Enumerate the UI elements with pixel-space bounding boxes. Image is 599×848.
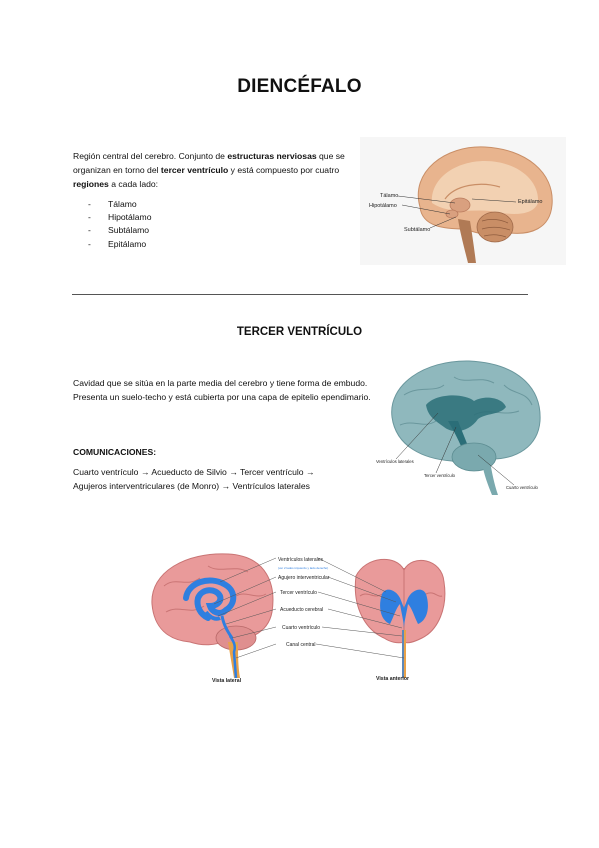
label-ventriculos-laterales: Ventrículos laterales xyxy=(376,459,414,464)
list-item: -Subtálamo xyxy=(88,224,151,237)
third-ventricle-figure: Ventrículos laterales Tercer ventrículo … xyxy=(374,355,548,497)
communications-label: COMUNICACIONES: xyxy=(73,447,157,457)
label-tercer: Tercer ventrículo xyxy=(280,590,317,596)
intro-text: que se organizan en torno del xyxy=(73,151,345,175)
label-sublabel: (ver 2 lados izquierdo y lado derecho) xyxy=(278,566,328,570)
label-acueducto: Acueducto cerebral xyxy=(280,607,323,613)
bullet-dash: - xyxy=(88,238,91,249)
list-item: -Hipotálamo xyxy=(88,211,151,224)
label-vista-lateral: Vista lateral xyxy=(212,678,242,684)
bullet-dash: - xyxy=(88,212,91,223)
list-item: -Epitálamo xyxy=(88,238,151,251)
label-tercer-ventriculo: Tercer ventrículo xyxy=(424,473,456,478)
label-canal: Canal central xyxy=(286,642,315,648)
intro-paragraph: Región central del cerebro. Conjunto de … xyxy=(73,149,363,191)
label-vista-anterior: Vista anterior xyxy=(376,676,409,682)
intro-text: a cada lado: xyxy=(108,179,159,189)
emphasis-text: regiones xyxy=(73,179,109,189)
ventricle-description: Cavidad que se sitúa en la parte media d… xyxy=(73,378,371,402)
communications-line: Agujeros interventriculares (de Monro) →… xyxy=(73,481,310,491)
page-title: DIENCÉFALO xyxy=(237,76,362,97)
bullet-dash: - xyxy=(88,199,91,209)
label-talamo: Tálamo xyxy=(380,193,398,199)
ventricular-system-figure: Ventrículos laterales (ver 2 lados izqui… xyxy=(146,546,446,686)
communications-line: Cuarto ventrículo → Acueducto de Silvio … xyxy=(73,467,315,477)
intro-text: y está compuesto por cuatro xyxy=(228,165,340,175)
label-epitalamo: Epitálamo xyxy=(518,199,542,205)
label-subtalamo: Subtálamo xyxy=(404,227,430,233)
diencephalon-figure: Tálamo Hipotálamo Subtálamo Epitálamo xyxy=(360,137,566,265)
label-hipotalamo: Hipotálamo xyxy=(369,203,397,209)
section-heading: TERCER VENTRÍCULO xyxy=(236,326,363,338)
region-list: -Tálamo -Hipotálamo -Subtálamo -Epitálam… xyxy=(88,198,151,251)
list-item: -Tálamo xyxy=(88,198,151,211)
label-agujero: Agujero interventricular xyxy=(278,575,330,581)
label-ventriculos-laterales: Ventrículos laterales xyxy=(278,557,324,563)
label-cuarto-ventriculo: Cuarto ventrículo xyxy=(506,485,539,490)
label-cuarto: Cuarto ventrículo xyxy=(282,625,320,631)
emphasis-text: tercer ventrículo xyxy=(160,165,229,175)
intro-text: Región central del cerebro. Conjunto de xyxy=(73,151,228,161)
bullet-dash: - xyxy=(88,225,91,236)
section-divider xyxy=(72,294,528,295)
emphasis-text: estructuras nerviosas xyxy=(227,151,317,161)
